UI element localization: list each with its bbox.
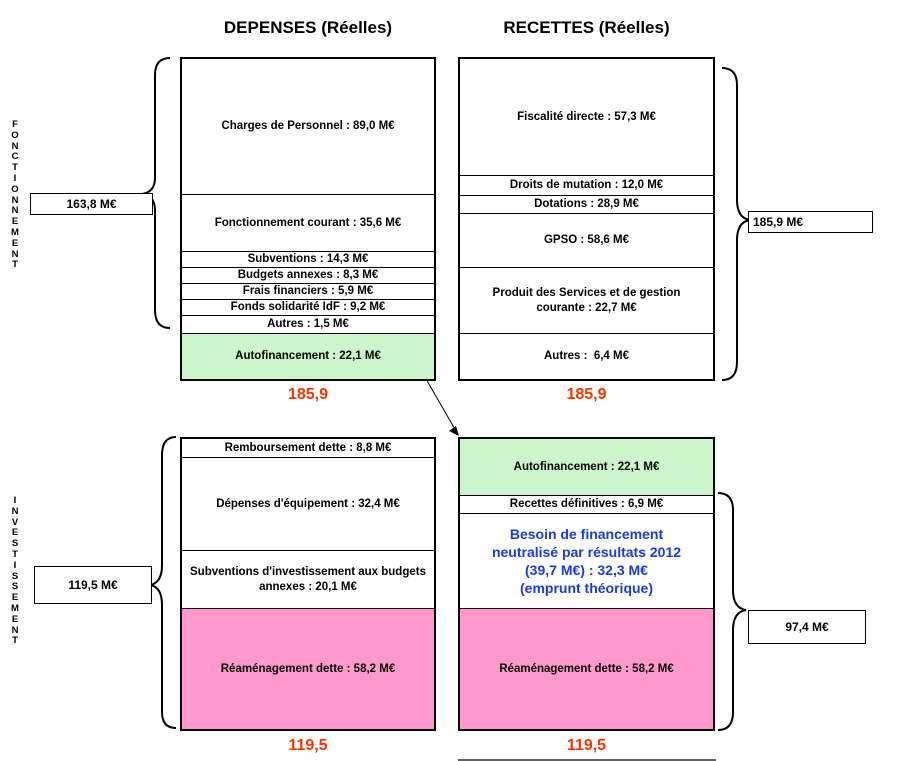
autofinancement-arrow bbox=[421, 371, 457, 432]
recette-fiscalite-directe: Fiscalité directe : 57,3 M€ bbox=[460, 59, 713, 176]
depense-budgets-annexes: Budgets annexes : 8,3 M€ bbox=[182, 268, 434, 284]
recette-definitives: Recettes définitives : 6,9 M€ bbox=[460, 496, 713, 514]
depense-autres: Autres : 1,5 M€ bbox=[182, 316, 434, 334]
depense-fonctionnement-courant: Fonctionnement courant : 35,6 M€ bbox=[182, 195, 434, 252]
depense-subventions: Subventions : 14,3 M€ bbox=[182, 252, 434, 268]
recette-droits-mutation: Droits de mutation : 12,0 M€ bbox=[460, 176, 713, 196]
depense-charges-personnel: Charges de Personnel : 89,0 M€ bbox=[182, 59, 434, 195]
investissement-total-recettes: 119,5 bbox=[566, 737, 607, 754]
fonctionnement-total-depenses: 185,9 bbox=[287, 386, 329, 403]
fonctionnement-recettes-stack: Fiscalité directe : 57,3 M€ Droits de mu… bbox=[458, 57, 715, 381]
brace-investissement-right bbox=[717, 492, 747, 731]
recette-autofinancement: Autofinancement : 22,1 M€ bbox=[460, 439, 713, 496]
depense-frais-financiers: Frais financiers : 5,9 M€ bbox=[182, 284, 434, 300]
fonctionnement-side-label: F O N C T I O N N E M E N T bbox=[11, 119, 19, 271]
recette-reamenagement-dette: Réaménagement dette : 58,2 M€ bbox=[460, 609, 713, 729]
brace-investissement-left bbox=[149, 436, 177, 729]
sum-left-value: 163,8 M€ bbox=[66, 197, 117, 211]
investissement-side-label: I N V E S T I S S E M E N T bbox=[11, 495, 19, 647]
recettes-header: RECETTES (Réelles) bbox=[503, 18, 670, 37]
sum-left-value: 119,5 M€ bbox=[68, 578, 118, 592]
depense-reamenagement-dette: Réaménagement dette : 58,2 M€ bbox=[182, 609, 434, 729]
fonctionnement-depenses-stack: Charges de Personnel : 89,0 M€ Fonctionn… bbox=[180, 57, 436, 381]
recette-autres: Autres : 6,4 M€ bbox=[544, 350, 629, 363]
fonctionnement-sum-right: 185,9 M€ bbox=[748, 211, 873, 233]
depense-remboursement-dette: Remboursement dette : 8,8 M€ bbox=[182, 439, 434, 458]
depense-fonds-solidarite: Fonds solidarité IdF : 9,2 M€ bbox=[182, 300, 434, 316]
autofinancement-arrowhead bbox=[449, 426, 459, 436]
investissement-total-depenses: 119,5 bbox=[288, 737, 328, 754]
depense-equipement: Dépenses d'équipement : 32,4 M€ bbox=[182, 458, 434, 551]
depense-autofinancement: Autofinancement : 22,1 M€ bbox=[182, 334, 434, 379]
recette-gpso: GPSO : 58,6 M€ bbox=[460, 214, 713, 268]
recette-dotations: Dotations : 28,9 M€ bbox=[460, 196, 713, 214]
recette-produit-services: Produit des Services et de gestion coura… bbox=[460, 268, 713, 334]
sum-right-value: 97,4 M€ bbox=[785, 620, 829, 634]
fonctionnement-total-recettes: 185,9 bbox=[566, 386, 607, 403]
investissement-depenses-stack: Remboursement dette : 8,8 M€ Dépenses d'… bbox=[180, 437, 436, 731]
depenses-header: DEPENSES (Réelles) bbox=[223, 18, 393, 37]
emprunt-theorique-text: (emprunt théorique) bbox=[520, 580, 653, 597]
sum-right-value: 185,9 M€ bbox=[753, 215, 804, 229]
depense-subventions-investissement: Subventions d'investissement aux budgets… bbox=[182, 551, 434, 609]
investissement-sum-right: 97,4 M€ bbox=[748, 610, 866, 644]
brace-fonctionnement-right bbox=[721, 67, 751, 381]
investissement-sum-left: 119,5 M€ bbox=[34, 566, 152, 604]
investissement-recettes-stack: Autofinancement : 22,1 M€ Recettes défin… bbox=[458, 437, 715, 731]
fonctionnement-sum-left: 163,8 M€ bbox=[30, 193, 153, 215]
